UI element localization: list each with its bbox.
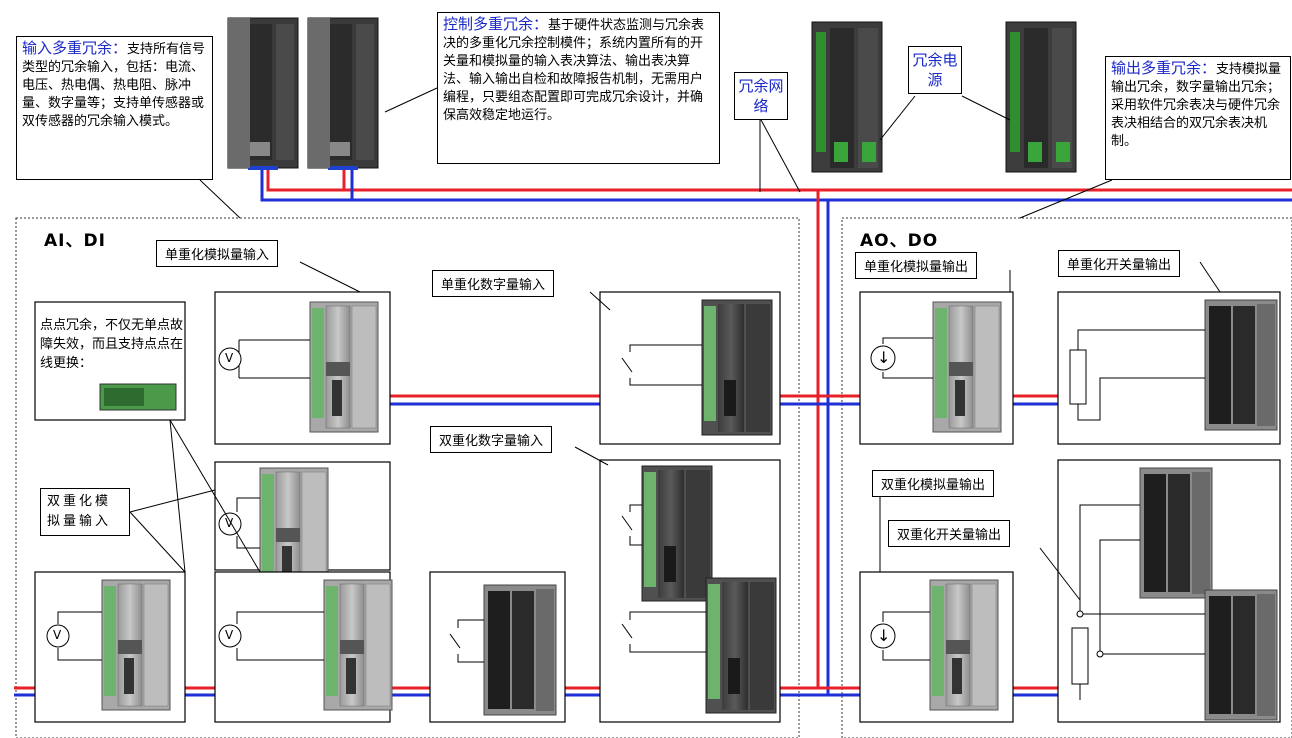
redundant-network-label: 冗余网络 xyxy=(734,72,788,120)
point-redundancy-text: 点点冗余，不仅无单点故障失效，而且支持点点在线更换： xyxy=(40,318,184,371)
single-ao-label: 单重化模拟量输出 xyxy=(855,252,978,279)
voltage-symbol: V xyxy=(225,516,234,530)
voltage-source-icon xyxy=(218,624,242,648)
voltage-source-icon xyxy=(218,512,242,536)
control-redundancy-body: 基于硬件状态监测与冗余表决的多重化冗余控制模件；系统内置所有的开关量和模拟量的输… xyxy=(443,18,705,123)
control-redundancy-heading: 控制多重冗余： xyxy=(443,15,549,33)
redundant-network-bus xyxy=(260,170,1292,697)
single-ai-label: 单重化模拟量输入 xyxy=(156,240,279,267)
dual-ai-label: 双重化模拟量输入 xyxy=(40,488,130,536)
zone-input-title: AI、DI xyxy=(44,231,106,251)
current-source-icon xyxy=(870,623,896,649)
zone-output-boundary xyxy=(841,217,1292,738)
zone-input-boundary xyxy=(15,217,800,738)
input-redundancy-callout: 输入多重冗余：支持所有信号类型的冗余输入，包括：电流、电压、热电偶、热电阻、脉冲… xyxy=(16,36,213,180)
output-redundancy-callout: 输出多重冗余：支持模拟量输出冗余，数字量输出冗余；采用软件冗余表决与硬件冗余表决… xyxy=(1105,56,1291,180)
zone-boundaries xyxy=(15,217,1292,738)
redundant-power-label: 冗余电源 xyxy=(908,46,962,94)
single-di-label: 单重化数字量输入 xyxy=(432,270,555,297)
voltage-source-icon xyxy=(218,347,242,371)
single-do-label: 单重化开关量输出 xyxy=(1058,250,1181,277)
dual-ao-label: 双重化模拟量输出 xyxy=(872,470,995,497)
input-bus-stubs xyxy=(14,394,1058,697)
controller-module-1 xyxy=(227,17,299,171)
dual-do-label: 双重化开关量输出 xyxy=(888,520,1011,547)
callout-leaders xyxy=(199,87,1113,219)
controller-module-2 xyxy=(307,17,379,171)
current-arrow-symbol: ↓ xyxy=(877,348,891,367)
dual-di-label: 双重化数字量输入 xyxy=(430,426,553,453)
control-redundancy-callout: 控制多重冗余：基于硬件状态监测与冗余表决的多重化冗余控制模件；系统内置所有的开关… xyxy=(437,12,720,164)
input-redundancy-body: 支持所有信号类型的冗余输入，包括：电流、电压、热电偶、热电阻、脉冲量、数字量等；… xyxy=(22,42,206,129)
voltage-source-icon xyxy=(46,624,70,648)
current-source-icon xyxy=(870,345,896,371)
voltage-symbol: V xyxy=(53,628,62,642)
zone-output-title: AO、DO xyxy=(860,231,939,251)
power-module-1 xyxy=(811,21,883,173)
voltage-symbol: V xyxy=(225,351,234,365)
voltage-symbol: V xyxy=(225,628,234,642)
output-redundancy-heading: 输出多重冗余： xyxy=(1111,59,1217,77)
current-arrow-symbol: ↓ xyxy=(877,626,891,645)
output-redundancy-body: 支持模拟量输出冗余，数字量输出冗余；采用软件冗余表决与硬件冗余表决相结合的双冗余… xyxy=(1111,62,1282,149)
input-redundancy-heading: 输入多重冗余： xyxy=(22,39,128,57)
power-module-2 xyxy=(1005,21,1077,173)
